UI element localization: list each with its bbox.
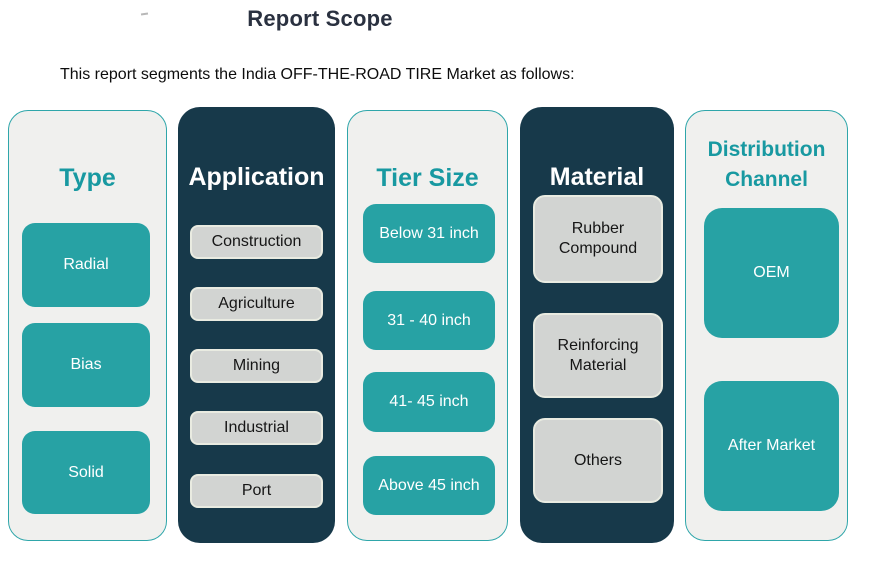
box-41-45-inch: 41- 45 inch — [363, 372, 495, 432]
box-bias: Bias — [22, 323, 150, 407]
box-industrial: Industrial — [190, 411, 323, 445]
segment-column-type: Type Radial Bias Solid — [8, 110, 167, 541]
box-others: Others — [533, 418, 663, 503]
column-title-type: Type — [59, 164, 116, 192]
segment-column-application: Application Construction Agriculture Min… — [178, 107, 335, 543]
box-agriculture: Agriculture — [190, 287, 323, 321]
box-31-40-inch: 31 - 40 inch — [363, 291, 495, 350]
box-rubber-compound: Rubber Compound — [533, 195, 663, 283]
stray-mark — [140, 12, 149, 16]
column-title-material: Material — [549, 163, 645, 191]
box-below-31-inch: Below 31 inch — [363, 204, 495, 263]
column-title-application: Application — [188, 163, 325, 191]
segment-column-distribution-channel: Distribution Channel OEM After Market — [685, 110, 848, 541]
box-reinforcing-material: Reinforcing Material — [533, 313, 663, 398]
segment-column-material: Material Rubber Compound Reinforcing Mat… — [520, 107, 674, 543]
box-oem: OEM — [704, 208, 839, 338]
column-title-distribution-channel: Distribution Channel — [707, 138, 826, 191]
box-after-market: After Market — [704, 381, 839, 511]
box-solid: Solid — [22, 431, 150, 514]
box-above-45-inch: Above 45 inch — [363, 456, 495, 515]
box-port: Port — [190, 474, 323, 508]
box-radial: Radial — [22, 223, 150, 307]
segment-column-tier-size: Tier Size Below 31 inch 31 - 40 inch 41-… — [347, 110, 508, 541]
page-title: Report Scope — [247, 6, 393, 31]
box-construction: Construction — [190, 225, 323, 259]
column-title-tier-size: Tier Size — [376, 164, 479, 192]
page-subtitle: This report segments the India OFF-THE-R… — [60, 66, 575, 83]
box-mining: Mining — [190, 349, 323, 383]
